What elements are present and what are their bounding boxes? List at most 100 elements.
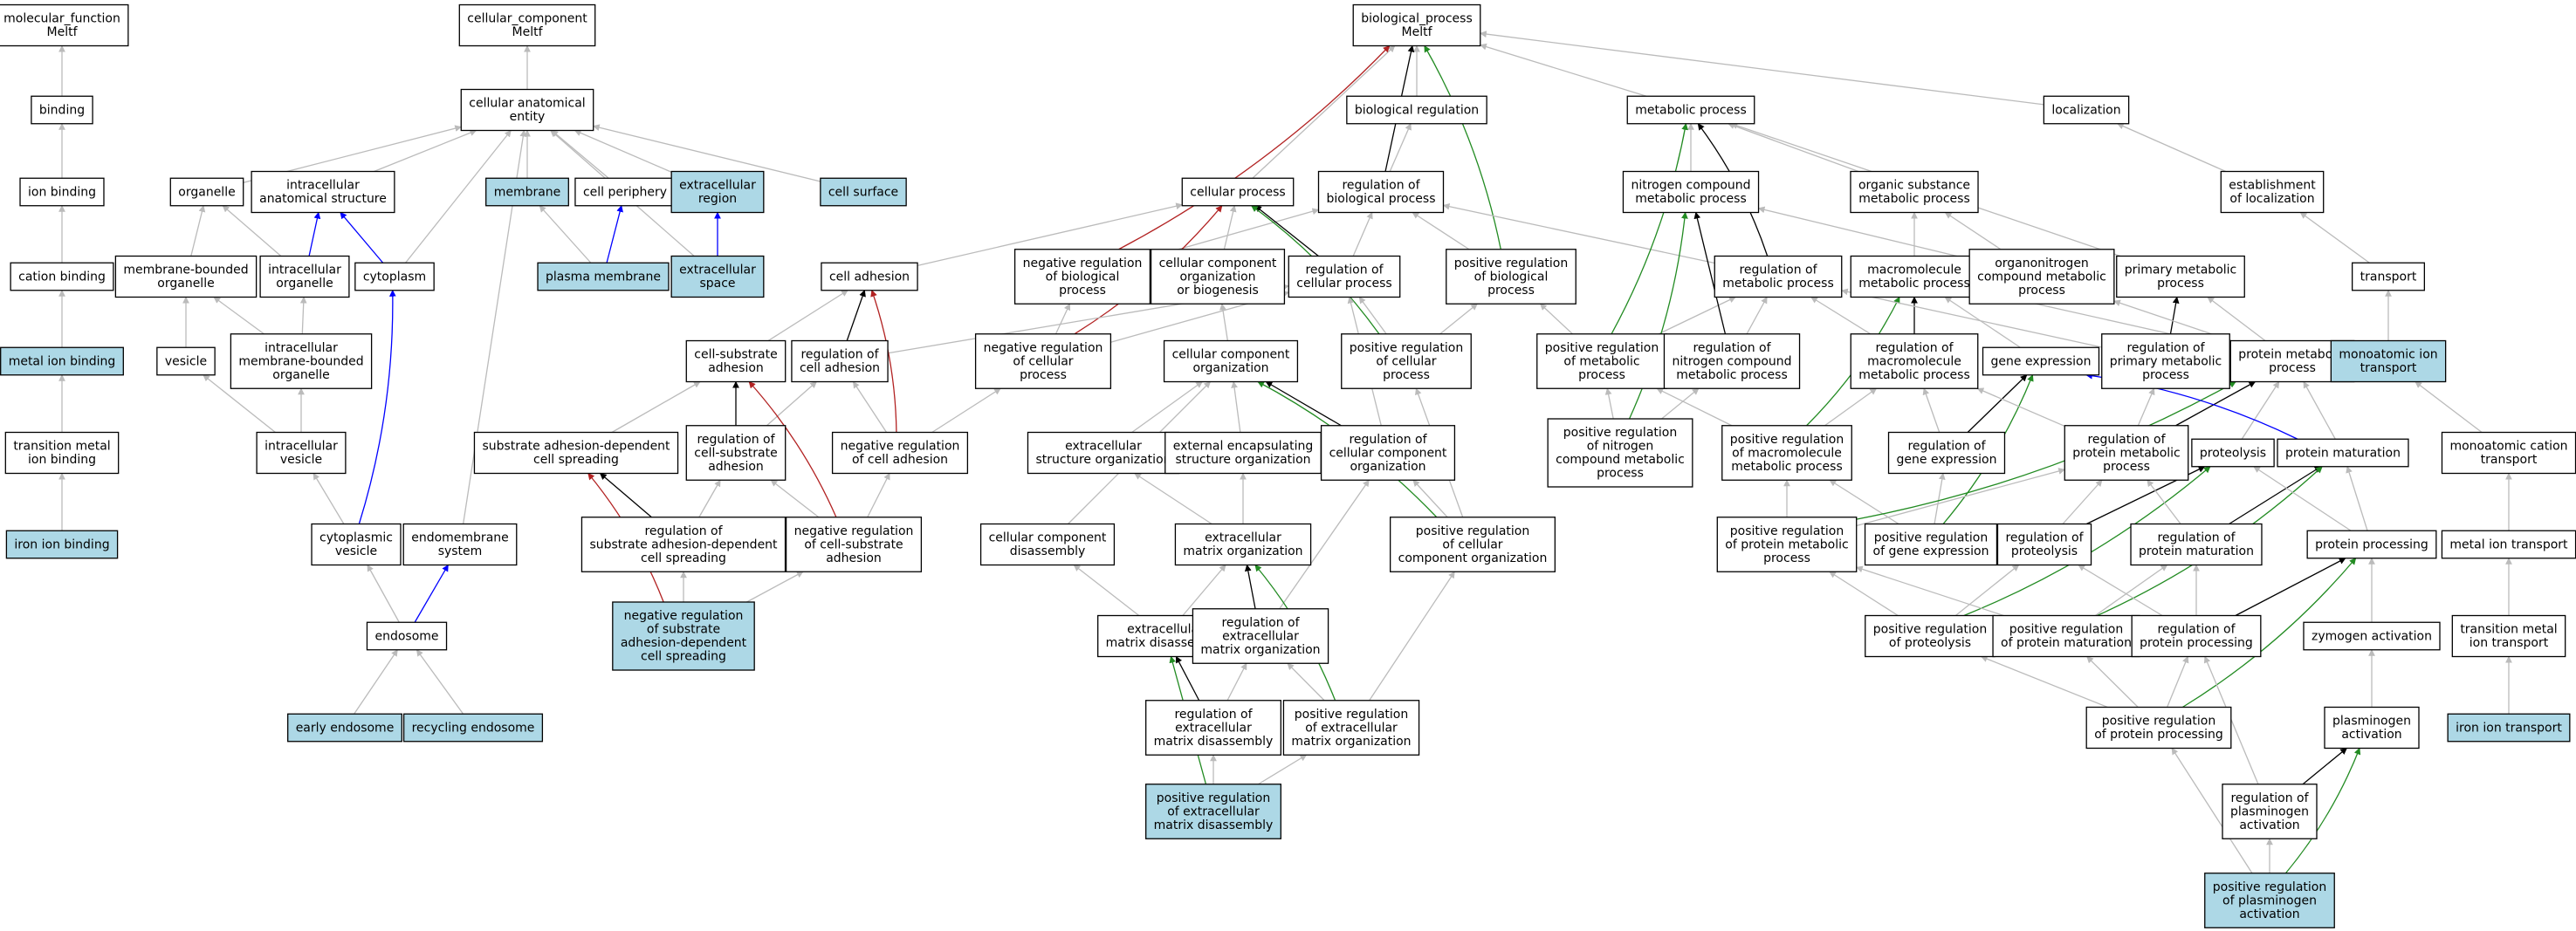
go-term-node-protproc[interactable]: protein processing bbox=[2306, 530, 2437, 559]
go-term-node-bioreg[interactable]: biological regulation bbox=[1346, 95, 1487, 125]
go-term-node-cellsurf[interactable]: cell surface bbox=[820, 177, 907, 207]
go-term-node-zymact[interactable]: zymogen activation bbox=[2303, 621, 2441, 651]
go-term-node-earlyendo[interactable]: early endosome bbox=[287, 713, 402, 743]
go-term-node-localization[interactable]: localization bbox=[2043, 95, 2130, 125]
go-term-node-metalion[interactable]: metal ion binding bbox=[0, 346, 124, 376]
go-term-node-vesicle[interactable]: vesicle bbox=[156, 346, 216, 376]
go-term-node-endosome[interactable]: endosome bbox=[366, 621, 448, 651]
go-term-node-cytoplasm[interactable]: cytoplasm bbox=[354, 262, 435, 291]
go-term-node-plasmamem[interactable]: plasma membrane bbox=[537, 262, 670, 291]
go-term-node-cellproc[interactable]: cellular process bbox=[1181, 177, 1295, 207]
go-term-node-cellperiph[interactable]: cell periphery bbox=[574, 177, 676, 207]
go-term-node-proteolysis[interactable]: proteolysis bbox=[2191, 438, 2275, 468]
go-term-node-celladh[interactable]: cell adhesion bbox=[821, 262, 918, 291]
go-term-node-ironion[interactable]: iron ion binding bbox=[5, 530, 119, 559]
go-term-node-metproc[interactable]: metabolic process bbox=[1626, 95, 1755, 125]
go-term-node-cationbind[interactable]: cation binding bbox=[10, 262, 114, 291]
go-term-node-ironiontrans[interactable]: iron ion transport bbox=[2447, 713, 2571, 743]
go-term-node-recycendo[interactable]: recycling endosome bbox=[402, 713, 544, 743]
edge-is_a-regmp-to-regbp bbox=[1442, 202, 1715, 264]
go-term-node-ionbind[interactable]: ion binding bbox=[19, 177, 105, 207]
go-term-node-membrane[interactable]: membrane bbox=[485, 177, 569, 207]
go-term-node-metaliontrans[interactable]: metal ion transport bbox=[2441, 530, 2576, 559]
go-term-node-organelle[interactable]: organelle bbox=[169, 177, 244, 207]
edge-is_a-regncmp-to-regmp bbox=[1746, 296, 1768, 335]
go-term-node-geneexp[interactable]: gene expression bbox=[1982, 346, 2100, 376]
go-term-node-binding[interactable]: binding bbox=[31, 95, 93, 125]
go-term-node-protmat[interactable]: protein maturation bbox=[2277, 438, 2409, 468]
go-term-node-transport[interactable]: transport bbox=[2351, 262, 2426, 291]
